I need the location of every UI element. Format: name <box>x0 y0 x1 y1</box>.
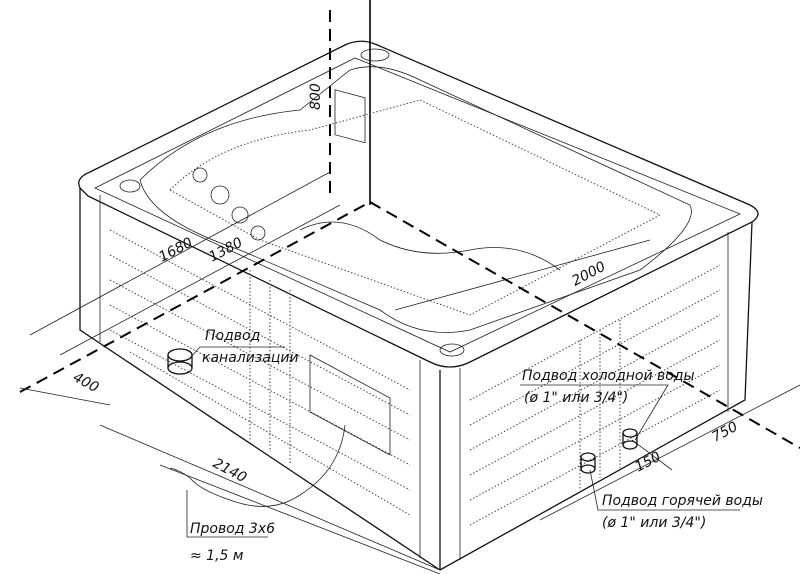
jet <box>192 167 208 183</box>
cold-label-line1: Подвод холодной воды <box>522 368 695 384</box>
centerline-right <box>369 201 800 449</box>
jet <box>231 206 249 224</box>
seat-contours <box>169 99 662 316</box>
cold-leader <box>520 384 669 441</box>
hot-label-line2: (ø 1" или 3/4") <box>602 515 706 531</box>
rim-outer <box>78 40 759 368</box>
dim-supply-spacing: 150 <box>632 449 663 476</box>
dim-height: 800 <box>308 83 324 110</box>
dim-length-inner: 1380 <box>206 235 245 266</box>
hot-leader <box>589 469 740 511</box>
jet <box>250 225 266 241</box>
hot-label-line1: Подвод горячей воды <box>602 493 763 509</box>
cup-holder <box>439 343 465 357</box>
cup-holder <box>360 48 390 62</box>
rim-inner <box>94 57 741 353</box>
drain-label-line2: канализации <box>202 350 299 366</box>
cable-leader <box>186 490 268 538</box>
left-panel-slats <box>109 229 411 516</box>
hot-water-fitting <box>580 452 596 474</box>
cup-holder <box>119 179 141 193</box>
dim-width-outer: 2140 <box>210 455 249 486</box>
seat-edge <box>299 221 561 271</box>
dim-supply-offset: 750 <box>709 419 740 446</box>
dimension-lines <box>19 171 800 574</box>
cable-label-line1: Провод 3х6 <box>190 521 275 537</box>
access-panel <box>309 354 391 456</box>
cold-label-line2: (ø 1" или 3/4") <box>524 390 628 406</box>
shell-outline <box>139 66 692 333</box>
leader <box>189 346 201 359</box>
dim-drain-offset: 400 <box>70 369 101 396</box>
drain-fitting <box>167 348 193 375</box>
cold-water-fitting <box>622 428 638 450</box>
centerline-left <box>19 201 371 393</box>
cable-label-line2: ≈ 1,5 м <box>190 548 244 564</box>
control-panel <box>334 89 366 144</box>
dim-width-inner: 2000 <box>569 259 608 290</box>
drain-label-line1: Подвод <box>205 328 260 344</box>
jet <box>210 185 230 205</box>
